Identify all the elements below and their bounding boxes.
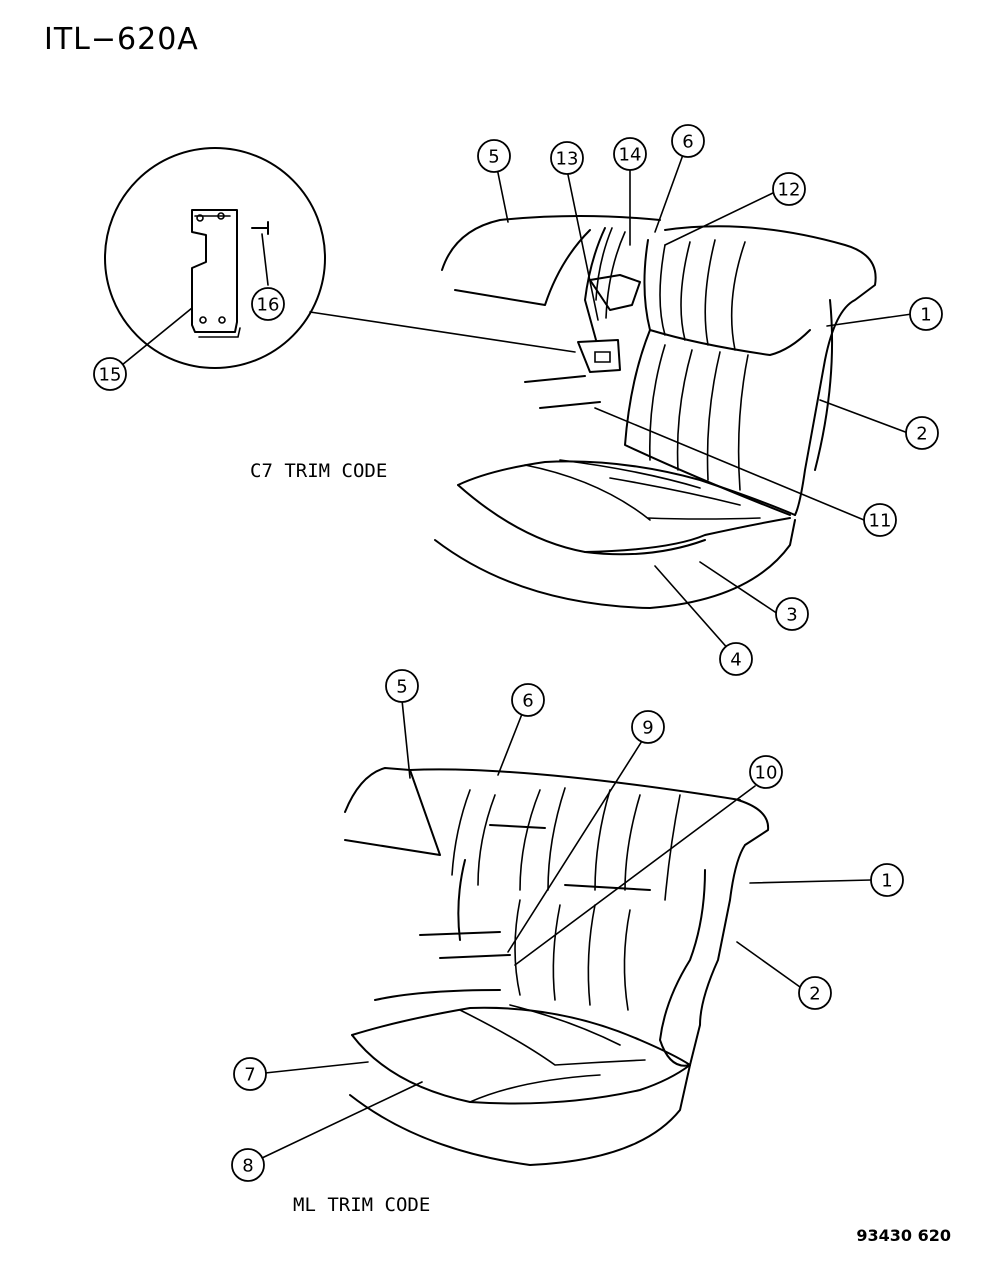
callout-3: 3: [775, 597, 809, 631]
svg-text:2: 2: [916, 424, 927, 445]
svg-text:11: 11: [869, 511, 892, 532]
svg-text:13: 13: [556, 149, 579, 170]
callout-2-c7: 2: [905, 416, 939, 450]
callout-11: 11: [863, 503, 897, 537]
callout-12: 12: [772, 172, 806, 206]
callout-7: 7: [233, 1057, 267, 1091]
callout-5-c7: 5: [477, 139, 511, 173]
callout-15: 15: [93, 357, 127, 391]
svg-text:16: 16: [257, 295, 280, 316]
svg-text:5: 5: [488, 147, 499, 168]
callout-13: 13: [550, 141, 584, 175]
svg-text:7: 7: [244, 1065, 255, 1086]
callout-6-c7: 6: [671, 124, 705, 158]
c7-seat: [434, 215, 877, 609]
svg-text:9: 9: [642, 718, 653, 739]
c7-trim-code-label: C7 TRIM CODE: [250, 460, 388, 482]
hinge-bracket-detail: [104, 147, 576, 369]
svg-text:2: 2: [809, 984, 820, 1005]
svg-text:1: 1: [881, 871, 892, 892]
svg-text:6: 6: [682, 132, 693, 153]
svg-text:12: 12: [778, 180, 801, 201]
callout-2-ml: 2: [798, 976, 832, 1010]
svg-text:5: 5: [396, 677, 407, 698]
callout-4: 4: [719, 642, 753, 676]
callout-9: 9: [631, 710, 665, 744]
callout-14: 14: [613, 137, 647, 171]
callout-5-ml: 5: [385, 669, 419, 703]
callout-10: 10: [749, 755, 783, 789]
svg-text:4: 4: [730, 650, 741, 671]
svg-text:3: 3: [786, 605, 797, 626]
callout-16: 16: [251, 287, 285, 321]
ml-trim-code-label: ML TRIM CODE: [293, 1194, 431, 1216]
svg-text:6: 6: [522, 691, 533, 712]
callout-6-ml: 6: [511, 683, 545, 717]
svg-text:8: 8: [242, 1156, 253, 1177]
figure-code: 93430 620: [856, 1226, 951, 1245]
svg-text:14: 14: [619, 145, 642, 166]
ml-seat: [344, 767, 770, 1166]
callout-1-c7: 1: [909, 297, 943, 331]
svg-text:1: 1: [920, 305, 931, 326]
diagram-title: ITL−620A: [44, 22, 199, 57]
leader-lines: [261, 151, 913, 1159]
callout-1-ml: 1: [870, 863, 904, 897]
svg-text:10: 10: [755, 763, 778, 784]
svg-text:15: 15: [99, 365, 122, 386]
callout-8: 8: [231, 1148, 265, 1182]
